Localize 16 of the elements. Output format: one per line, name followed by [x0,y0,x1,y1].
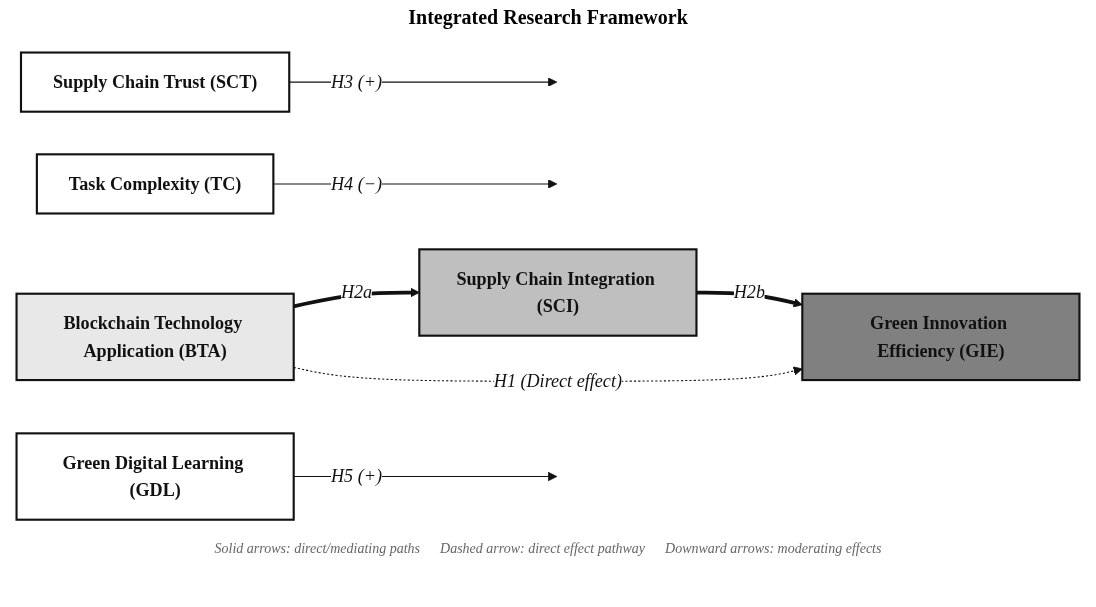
node-box: Green Innovation Efficiency (GIE) [801,292,1081,381]
node-box: Green Digital Learning (GDL) [15,432,295,521]
edge-label: H5 (+) [331,466,382,487]
edge-label: H2a [340,281,373,303]
note-text: Solid arrows: direct/mediating paths [214,541,421,556]
node-box: Supply Chain Integration (SCI) [418,248,698,337]
diagram-title: Integrated Research Framework [407,6,689,29]
edge-label: H1 (Direct effect) [493,370,622,391]
node-box: Blockchain Technology Application (BTA) [15,292,295,381]
edge-label: H4 (−) [331,173,382,194]
node-box: Task Complexity (TC) [35,153,275,215]
note-text: Dashed arrow: direct effect pathway [440,541,646,556]
note-text: Downward arrows: moderating effects [665,541,882,556]
edge-label: H2b [733,281,765,303]
node-box: Supply Chain Trust (SCT) [19,51,291,113]
edge-label: H3 (+) [331,71,382,92]
